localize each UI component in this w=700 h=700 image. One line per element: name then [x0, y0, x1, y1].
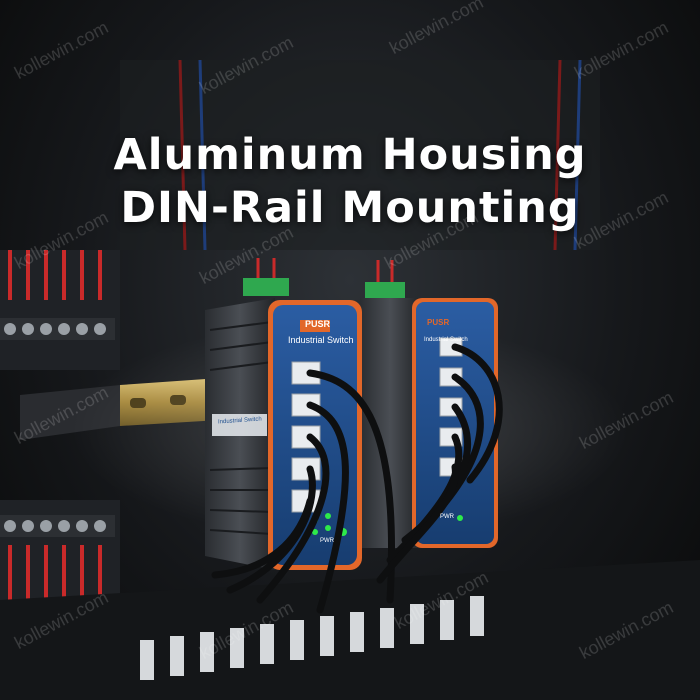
headline-line-1: Aluminum Housing	[113, 130, 587, 180]
ethernet-cables	[211, 343, 503, 614]
front-switch	[205, 258, 362, 570]
front-pwr-label: PWR	[320, 538, 334, 544]
top-wires	[178, 59, 582, 251]
headline-line-2: DIN-Rail Mounting	[120, 183, 580, 233]
rear-brand-label: PUSR	[427, 318, 450, 327]
front-device-label: Industrial Switch	[288, 335, 354, 345]
left-terminal-block-upper	[0, 250, 120, 370]
rear-pwr-label: PWR	[440, 514, 454, 520]
bottom-terminals	[140, 596, 484, 680]
front-brand-label: PUSR	[305, 319, 331, 329]
rear-device-label: Industrial Switch	[424, 337, 468, 343]
